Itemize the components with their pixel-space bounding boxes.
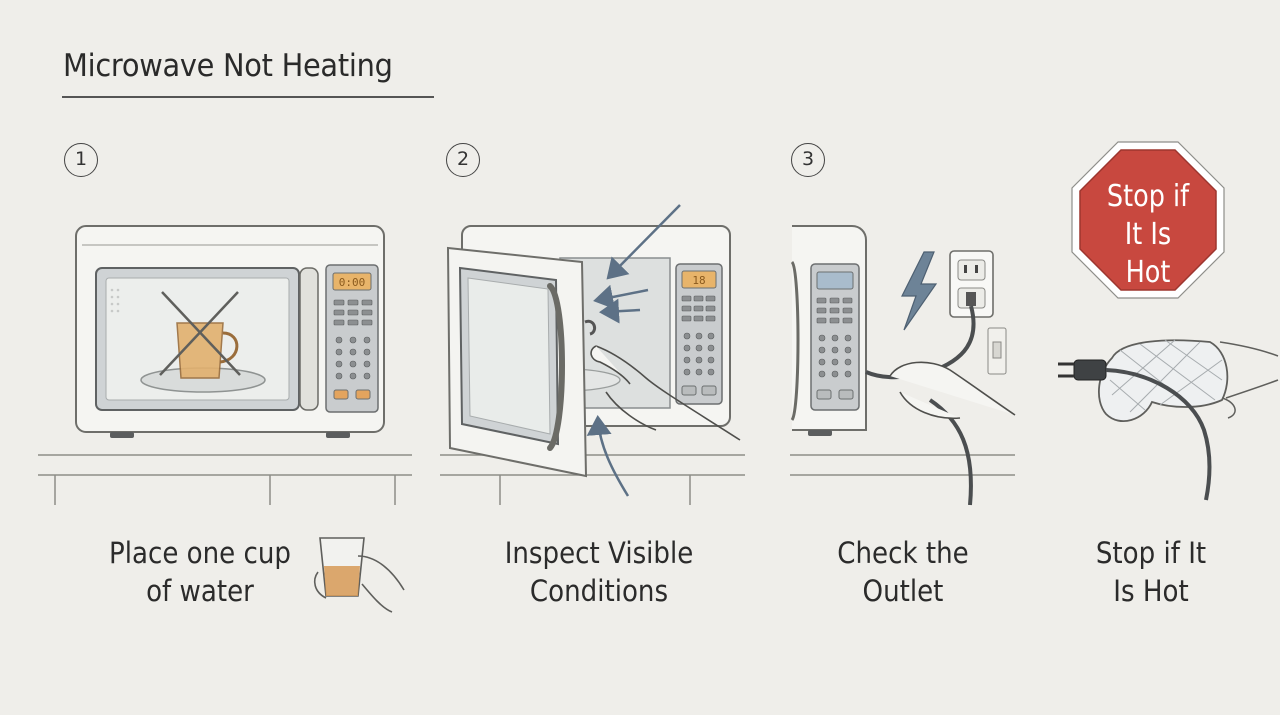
warning-caption-line-2: Is Hot bbox=[1113, 574, 1189, 608]
step-3-number: 3 bbox=[791, 143, 825, 177]
microwave-2-illustration: 18 bbox=[446, 204, 741, 497]
step-3-caption: Check the Outlet bbox=[821, 534, 985, 610]
microwave-2-display: 18 bbox=[692, 274, 705, 287]
counter-3 bbox=[790, 454, 1015, 505]
oven-mitt-plug-icon bbox=[1058, 339, 1279, 501]
step-2-number: 2 bbox=[446, 143, 480, 177]
title-underline bbox=[62, 96, 434, 98]
step-2-caption: Inspect Visible Conditions bbox=[488, 534, 709, 610]
warning-caption: Stop if It Is Hot bbox=[1078, 534, 1224, 610]
counter-2 bbox=[440, 454, 745, 505]
step-1-caption: Place one cup of water bbox=[92, 534, 308, 610]
outlet-check-illustration bbox=[790, 225, 1016, 506]
microwave-1-display: 0:00 bbox=[339, 276, 366, 289]
step-2-caption-line-1: Inspect Visible bbox=[504, 536, 694, 570]
water-cup-icon bbox=[313, 537, 405, 613]
step-1-caption-line-1: Place one cup bbox=[108, 536, 292, 570]
warning-caption-line-1: Stop if It bbox=[1095, 536, 1207, 570]
step-2-caption-line-2: Conditions bbox=[529, 574, 669, 608]
stop-sign-icon bbox=[1071, 141, 1225, 299]
step-3-caption-line-2: Outlet bbox=[862, 574, 944, 608]
page-title: Microwave Not Heating bbox=[63, 48, 393, 84]
microwave-1-illustration: 0:00 bbox=[75, 225, 385, 438]
counter-1 bbox=[38, 454, 412, 505]
step-1-caption-line-2: of water bbox=[146, 574, 254, 608]
step-3-caption-line-1: Check the bbox=[837, 536, 969, 570]
stop-sign-line-1: Stop if bbox=[1106, 179, 1190, 214]
stop-sign-line-2: It Is Hot bbox=[1124, 217, 1172, 290]
step-1-number: 1 bbox=[64, 143, 98, 177]
stop-sign-label: Stop if It Is Hot bbox=[1104, 178, 1192, 292]
